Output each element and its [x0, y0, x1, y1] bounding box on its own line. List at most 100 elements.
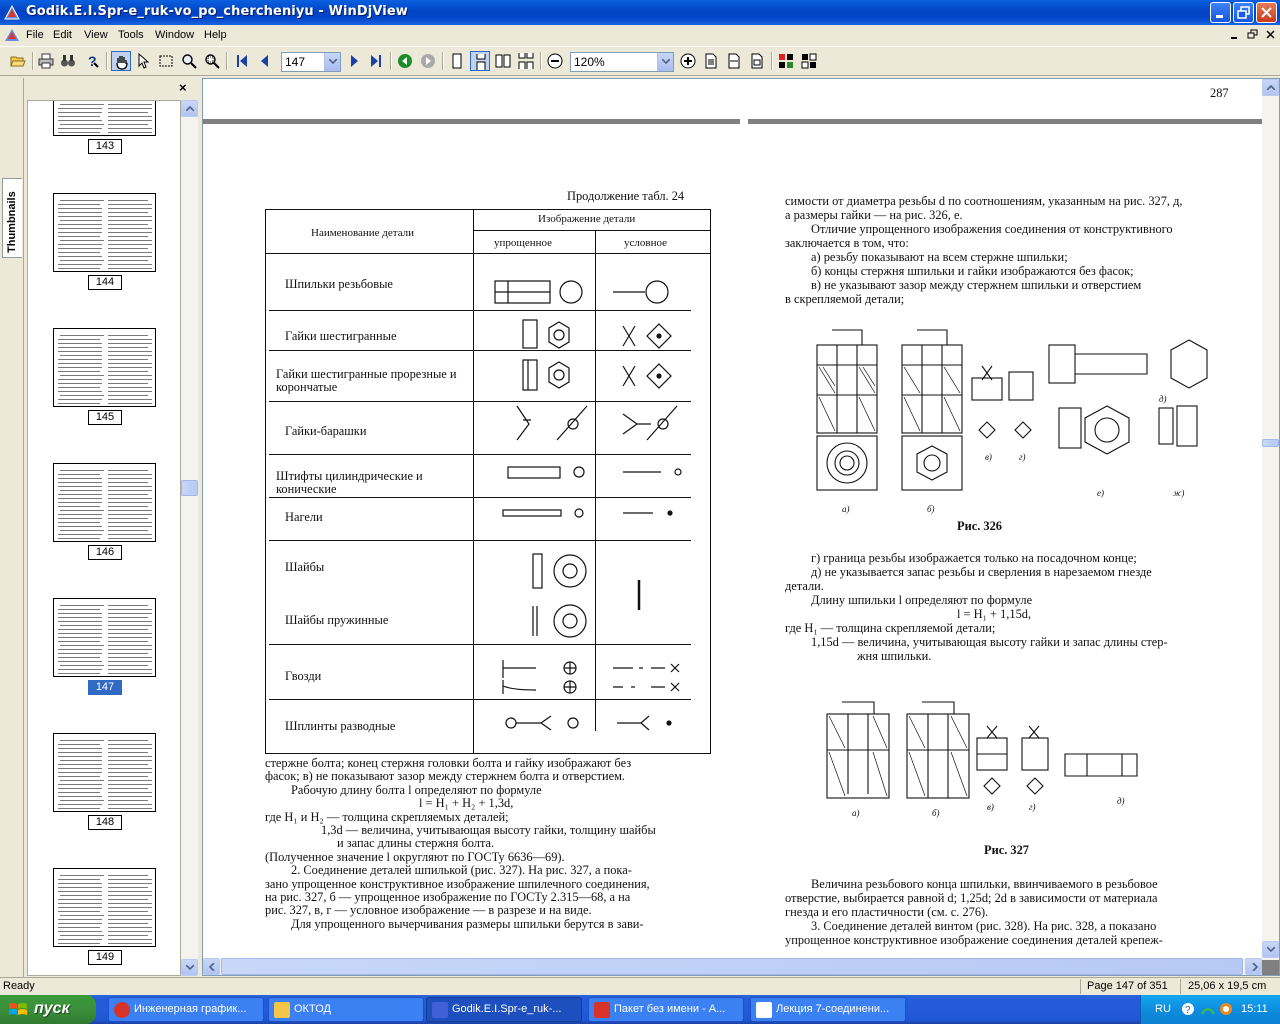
start-button[interactable]: пуск — [0, 995, 96, 1024]
document-vertical-scrollbar[interactable] — [1262, 79, 1279, 960]
chevron-down-icon — [329, 59, 337, 64]
scroll-up-button[interactable] — [181, 100, 198, 117]
title-bar[interactable]: Godik.E.I.Spr-e_ruk-vo_po_chercheniyu - … — [0, 0, 1280, 25]
single-page-button[interactable] — [447, 51, 467, 71]
previous-page-button[interactable] — [255, 51, 275, 71]
thumbnail-page-preview[interactable] — [53, 101, 156, 136]
text-cursor-icon — [138, 53, 150, 69]
figure-326-caption: Рис. 326 — [957, 519, 1002, 533]
next-page-button[interactable] — [344, 51, 364, 71]
body-text-line: заключается в том, что: — [785, 236, 909, 250]
menu-tools[interactable]: Tools — [118, 29, 144, 41]
svg-text:ж): ж) — [1173, 488, 1184, 498]
select-tool-button[interactable] — [134, 51, 154, 71]
menu-help[interactable]: Help — [204, 29, 227, 41]
close-button[interactable] — [1256, 2, 1277, 23]
taskbar-button[interactable]: Godik.E.I.Spr-e_ruk-... — [426, 997, 582, 1022]
tab-thumbnails[interactable]: Thumbnails — [2, 178, 22, 258]
taskbar-button[interactable]: Лекция 7-соединени... — [750, 997, 906, 1022]
table-row-label: Гайки шестигранные прорезные и корончаты… — [276, 367, 457, 394]
restore-button[interactable] — [1233, 2, 1254, 23]
help-button[interactable]: ? — [82, 51, 102, 71]
network-tray-icon[interactable] — [1201, 1002, 1215, 1016]
document-horizontal-scrollbar[interactable] — [203, 958, 1262, 975]
body-text-line: (Полученное значение l округляют по ГОСТ… — [265, 849, 565, 864]
language-indicator[interactable]: RU — [1155, 1003, 1171, 1015]
body-text-line: симости от диаметра резьбы d по соотноше… — [785, 194, 1183, 208]
help-tray-icon[interactable]: ? — [1181, 1002, 1195, 1016]
doc-scroll-left-button[interactable] — [203, 958, 220, 975]
page-dropdown-button[interactable] — [324, 53, 340, 71]
taskbar-button[interactable]: Пакет без имени - А... — [588, 997, 744, 1022]
menu-edit[interactable]: Edit — [53, 29, 72, 41]
fit-page-button[interactable] — [701, 51, 721, 71]
mdi-minimize-icon[interactable] — [1228, 29, 1242, 41]
scroll-thumb[interactable] — [181, 480, 198, 496]
table-row-label: Шпильки резьбовые — [285, 277, 393, 291]
thumbnail-page-preview[interactable] — [53, 463, 156, 542]
actual-size-button[interactable] — [747, 51, 767, 71]
close-panel-icon[interactable]: × — [179, 80, 187, 95]
svg-text:а): а) — [852, 808, 860, 818]
hand-tool-button[interactable] — [111, 51, 131, 71]
back-button[interactable] — [395, 51, 415, 71]
first-page-button[interactable] — [232, 51, 252, 71]
thumbnail-page-preview[interactable] — [53, 598, 156, 677]
body-text-line: 3. Соединение деталей винтом (рис. 328).… — [811, 919, 1157, 933]
rect-select-button[interactable] — [156, 51, 176, 71]
page-number-combo[interactable]: 147 — [281, 52, 341, 72]
minimize-button[interactable] — [1210, 2, 1231, 23]
table-row-label: Гвозди — [285, 669, 322, 683]
doc-scroll-down-button[interactable] — [1262, 941, 1279, 958]
scroll-down-button[interactable] — [181, 959, 198, 976]
thumbnail-page-preview[interactable] — [53, 733, 156, 812]
continuous-facing-button[interactable] — [516, 51, 536, 71]
doc-hscroll-thumb[interactable] — [221, 958, 1243, 975]
mdi-close-icon[interactable] — [1264, 29, 1278, 41]
body-text-line: б) концы стержня шпильки и гайки изображ… — [811, 264, 1134, 278]
clock[interactable]: 15:11 — [1241, 1003, 1268, 1015]
thumbnail-scrollbar[interactable] — [181, 100, 198, 976]
browser-tray-icon[interactable] — [1219, 1002, 1233, 1016]
document-view[interactable]: 287 Продолжение табл. 24 Наименование де… — [202, 78, 1280, 976]
continuous-button[interactable] — [470, 51, 490, 71]
fit-width-button[interactable] — [724, 51, 744, 71]
thumbnail-page-preview[interactable] — [53, 328, 156, 407]
figure-326: а)б)в)г) е)ж)д) — [816, 329, 1208, 514]
table-caption: Продолжение табл. 24 — [567, 189, 685, 203]
taskbar-button[interactable]: Инженерная график... — [108, 997, 264, 1022]
menu-window[interactable]: Window — [155, 29, 195, 41]
open-button[interactable] — [8, 51, 28, 71]
zoom-combo[interactable]: 120% — [570, 52, 674, 72]
menu-view[interactable]: View — [84, 29, 108, 41]
thumbnail-page-preview[interactable] — [53, 868, 156, 947]
forward-button[interactable] — [418, 51, 438, 71]
thumbnail-page-preview[interactable] — [53, 193, 156, 272]
doc-scroll-up-button[interactable] — [1262, 79, 1279, 96]
display-mode-button[interactable] — [799, 51, 819, 71]
mdi-restore-icon[interactable] — [1246, 29, 1260, 41]
find-button[interactable] — [58, 51, 78, 71]
zoom-rect-button[interactable] — [202, 51, 222, 71]
body-text-line: на рис. 327, б — упрощенное изображение … — [265, 890, 631, 904]
document-icon[interactable] — [4, 27, 20, 43]
menu-file[interactable]: File — [26, 29, 44, 41]
windjview-app-icon[interactable] — [4, 4, 21, 21]
body-text-line: зано упрощенное конструктивное изображен… — [265, 876, 650, 891]
hand-icon — [116, 56, 128, 70]
facing-pages-button[interactable] — [493, 51, 513, 71]
last-page-button[interactable] — [366, 51, 386, 71]
doc-scroll-right-button[interactable] — [1245, 958, 1262, 975]
color-mode-button[interactable] — [776, 51, 796, 71]
zoom-in-button[interactable] — [678, 51, 698, 71]
taskbar-button-label: ОКТОД — [294, 1003, 331, 1015]
zoom-out-button[interactable] — [545, 51, 565, 71]
taskbar-button[interactable]: ОКТОД — [268, 997, 424, 1022]
doc-scroll-thumb[interactable] — [1262, 439, 1279, 447]
last-page-icon — [371, 55, 381, 67]
fit-width-icon — [728, 53, 740, 69]
print-button[interactable] — [36, 51, 56, 71]
zoom-dropdown-button[interactable] — [657, 53, 673, 71]
zoom-tool-button[interactable] — [179, 51, 199, 71]
